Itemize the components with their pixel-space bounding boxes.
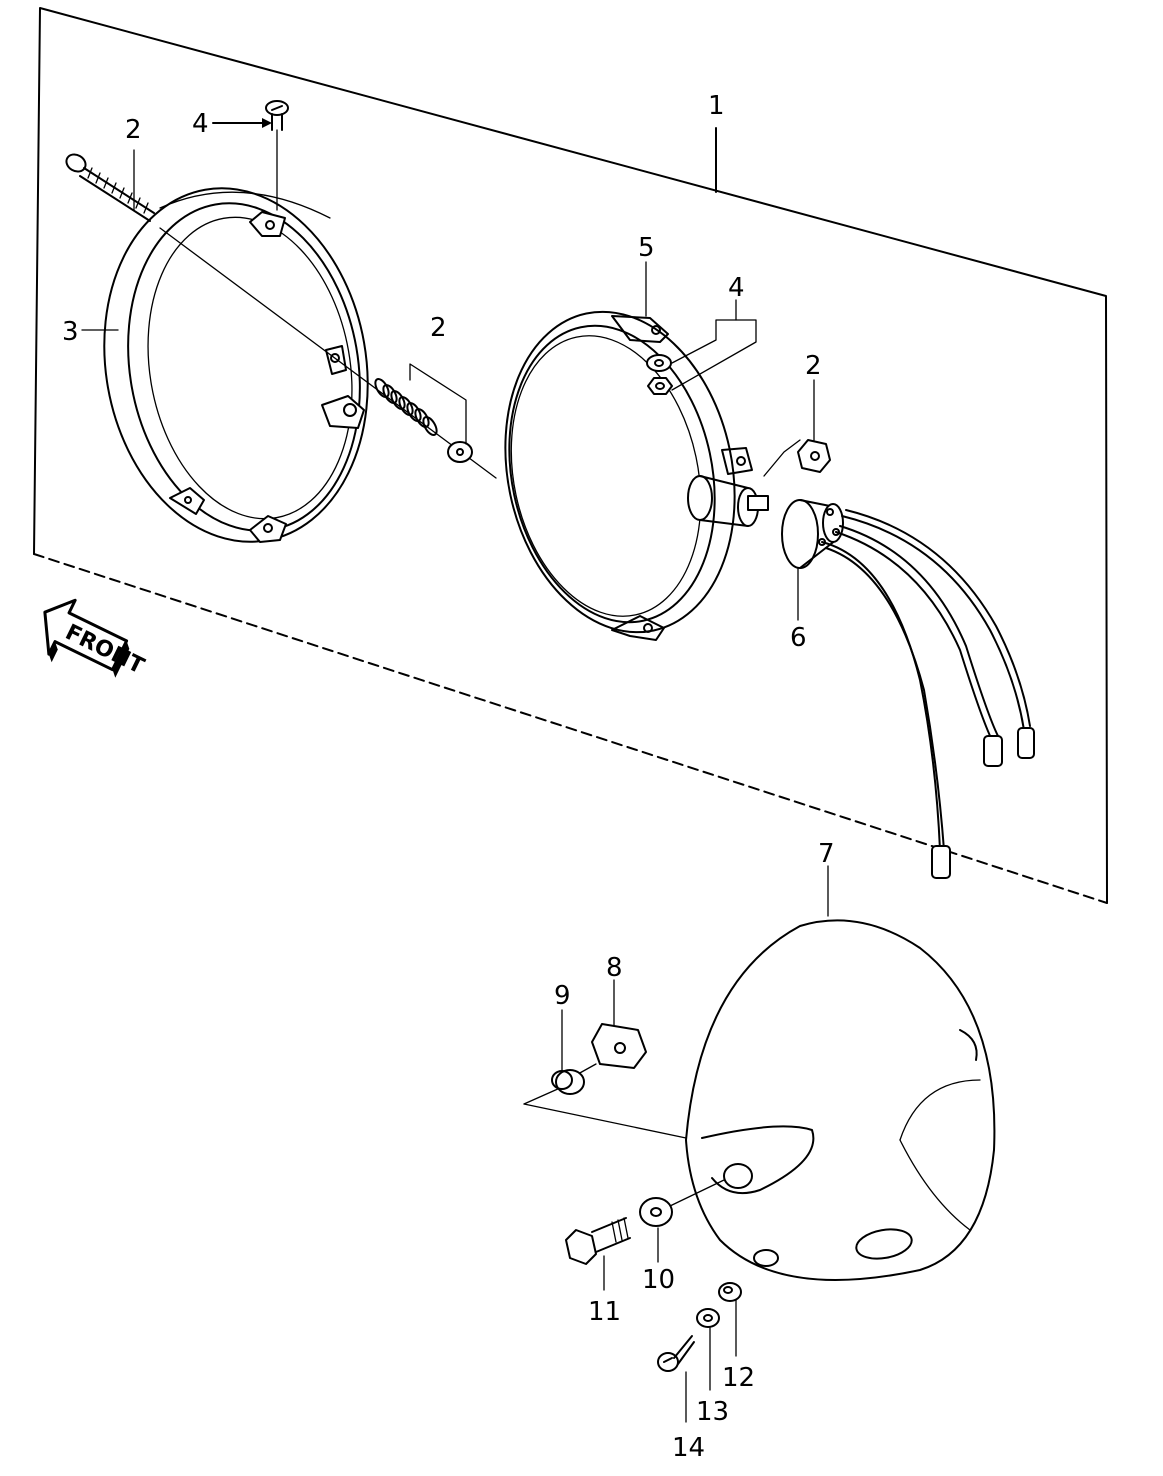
callout-10: 10 — [642, 1265, 675, 1295]
callout-6: 6 — [790, 623, 807, 653]
callout-4-top: 4 — [192, 109, 209, 139]
flat-washer — [639, 1179, 725, 1263]
callout-14: 14 — [672, 1433, 705, 1463]
callout-3: 3 — [62, 317, 79, 347]
hex-nut — [763, 379, 831, 477]
small-nut — [718, 1282, 742, 1357]
callout-4-washer: 4 — [728, 273, 745, 303]
spacer-collar — [551, 1009, 585, 1095]
adjusting-spring — [374, 363, 473, 463]
callout-2-screw: 2 — [125, 115, 142, 145]
callout-2-spring: 2 — [430, 313, 447, 343]
mounting-bolt — [565, 1217, 631, 1291]
bulb-socket — [781, 499, 1035, 879]
callout-12: 12 — [722, 1363, 755, 1393]
assembly-boundary — [33, 7, 1108, 904]
washer-and-nut — [646, 299, 757, 395]
callout-9: 9 — [554, 981, 571, 1011]
headlight-rim — [103, 187, 497, 543]
headlight-unit — [504, 261, 769, 641]
callout-numbers: 1 2 2 2 3 4 4 5 6 7 8 9 10 11 12 13 14 — [62, 91, 835, 1463]
callout-5: 5 — [638, 233, 655, 263]
lock-washer — [696, 1308, 720, 1391]
callout-2-nut: 2 — [805, 351, 822, 381]
top-screw — [212, 100, 289, 211]
headlight-housing — [523, 865, 996, 1281]
mounting-bracket — [577, 979, 647, 1075]
callout-7: 7 — [818, 839, 835, 869]
adjusting-screw — [65, 149, 155, 222]
tapping-screw — [657, 1335, 695, 1423]
callout-1: 1 — [708, 91, 725, 121]
callout-8: 8 — [606, 953, 623, 983]
callout-13: 13 — [696, 1397, 729, 1427]
callout-11: 11 — [588, 1297, 621, 1327]
front-arrow-icon: FRONT — [43, 598, 148, 679]
